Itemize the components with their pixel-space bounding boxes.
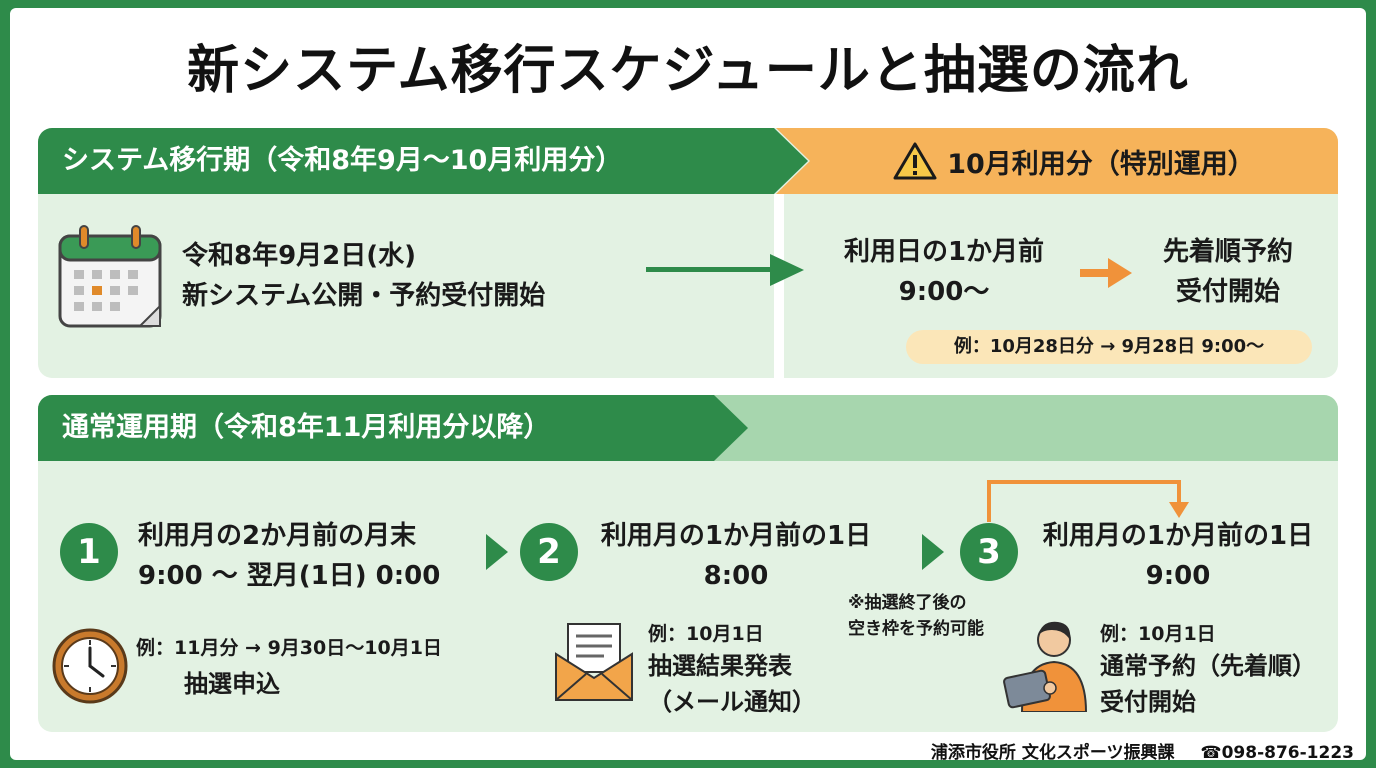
step-arrow-icon [922, 534, 944, 570]
step-3-line1: 利用月の1か月前の1日 [1042, 521, 1314, 551]
footer: 浦添市役所 文化スポーツ振興課 ☎098-876-1223 [911, 738, 1354, 763]
step-2-label2: （メール通知） [648, 688, 816, 716]
clock-icon [52, 628, 128, 704]
special-header-label: 10月利用分（特別運用） [947, 148, 1255, 180]
long-arrow-icon [646, 254, 804, 286]
special-timing-line2: 9:00〜 [898, 277, 990, 307]
launch-text: 新システム公開・予約受付開始 [182, 281, 546, 311]
step-note-line2: 空き枠を予約可能 [848, 619, 984, 639]
launch-info: 令和8年9月2日(水) 新システム公開・予約受付開始 [182, 236, 545, 316]
bracket-arrow-icon [987, 480, 1189, 522]
step-1-line1: 利用月の2か月前の月末 [138, 521, 417, 551]
normal-header: 通常運用期（令和8年11月利用分以降） [38, 395, 748, 461]
step-2-label1: 抽選結果発表 [648, 652, 792, 680]
step-3-label2: 受付開始 [1100, 688, 1196, 716]
warning-icon [893, 142, 937, 180]
step-note: ※抽選終了後の 空き枠を予約可能 [848, 590, 984, 642]
step-arrow-icon [486, 534, 508, 570]
page-title: 新システム移行スケジュールと抽選の流れ [187, 41, 1189, 101]
footer-office: 浦添市役所 文化スポーツ振興課 [930, 743, 1175, 763]
special-header: 10月利用分（特別運用） [776, 128, 1338, 194]
envelope-icon [555, 623, 633, 701]
person-tablet-icon [1003, 621, 1088, 712]
step-2-timing: 利用月の1か月前の1日 8:00 [584, 516, 888, 596]
special-example: 例：10月28日分 → 9月28日 9:00〜 [906, 330, 1312, 364]
step-3-label1: 通常予約（先着順） [1100, 652, 1316, 680]
step-1-example: 例：11月分 → 9月30日〜10月1日 [136, 637, 442, 659]
step-1-number: 1 [60, 523, 118, 581]
launch-date: 令和8年9月2日(水) [182, 241, 417, 271]
transition-header: システム移行期（令和8年9月〜10月利用分） [38, 128, 808, 194]
footer-phone: ☎098-876-1223 [1200, 743, 1354, 763]
step-1-label: 抽選申込 [184, 670, 280, 698]
step-1-timing: 利用月の2か月前の月末 9:00 〜 翌月(1日) 0:00 [138, 516, 440, 596]
step-3-example: 例：10月1日 [1100, 623, 1216, 645]
special-result-line2: 受付開始 [1175, 277, 1280, 307]
special-result-line1: 先着順予約 [1162, 237, 1293, 267]
step-2-label: 抽選結果発表 （メール通知） [648, 648, 816, 720]
step-3-line2: 9:00 [1145, 561, 1211, 591]
step-2-example: 例：10月1日 [648, 623, 764, 645]
section-divider [774, 194, 784, 378]
special-result: 先着順予約 受付開始 [1130, 232, 1326, 312]
step-2-line1: 利用月の1か月前の1日 [600, 521, 872, 551]
step-2-number: 2 [520, 523, 578, 581]
step-2-line2: 8:00 [703, 561, 769, 591]
step-3-number: 3 [960, 523, 1018, 581]
special-timing-line1: 利用日の1か月前 [843, 237, 1045, 267]
step-note-line1: ※抽選終了後の [848, 593, 967, 613]
step-3-timing: 利用月の1か月前の1日 9:00 [1026, 516, 1330, 596]
orange-arrow-icon [1080, 258, 1132, 288]
step-3-label: 通常予約（先着順） 受付開始 [1100, 648, 1316, 720]
step-1-line2: 9:00 〜 翌月(1日) 0:00 [138, 561, 441, 591]
special-timing: 利用日の1か月前 9:00〜 [808, 232, 1080, 312]
calendar-icon [58, 225, 162, 328]
